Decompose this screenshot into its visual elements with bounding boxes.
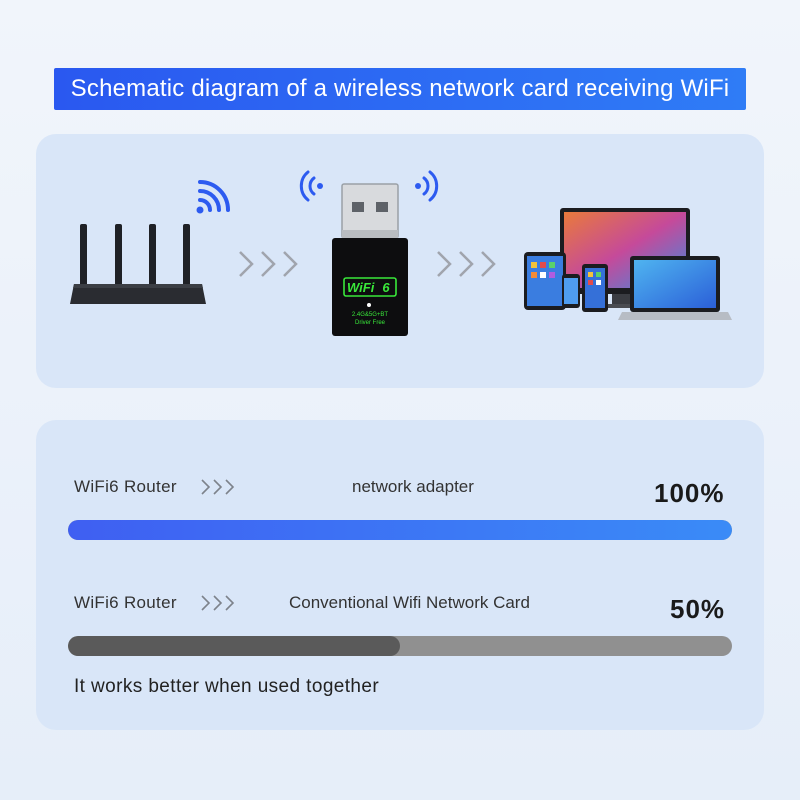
router-image [70,224,206,304]
wifi-adapter-image [332,183,408,336]
chevrons-icon [201,595,235,611]
row1-percent: 100% [654,478,725,508]
flow-chevrons-icon [437,251,496,277]
row2-percent: 50% [670,594,726,624]
adapter-logo-text: WiFi 6 [347,280,390,295]
adapter-logo-wifi: WiFi [347,280,375,295]
adapter-logo-number: 6 [382,280,390,295]
flow-chevrons-icon [239,251,298,277]
row1-target-label: network adapter [352,477,474,496]
row1-source-label: WiFi6 Router [74,477,177,496]
footer-note: It works better when used together [74,676,380,697]
row1-progress-fill [68,520,732,540]
chevrons-icon [201,479,235,495]
row2-source-label: WiFi6 Router [74,593,177,612]
adapter-spec-line2: Driver Free [354,320,385,326]
diagram-title: Schematic diagram of a wireless network … [54,68,746,110]
comparison-panel [36,420,764,730]
row2-progress-fill [68,636,400,656]
row2-target-label: Conventional Wifi Network Card [289,593,530,612]
signal-left-icon [299,170,323,202]
signal-right-icon [415,170,439,202]
devices-image [524,208,732,320]
row2-progress-track [68,636,732,656]
adapter-spec-line1: 2.4G&5G+BT [351,312,389,318]
wifi-signal-icon [196,180,230,214]
row1-progress-track [68,520,732,540]
